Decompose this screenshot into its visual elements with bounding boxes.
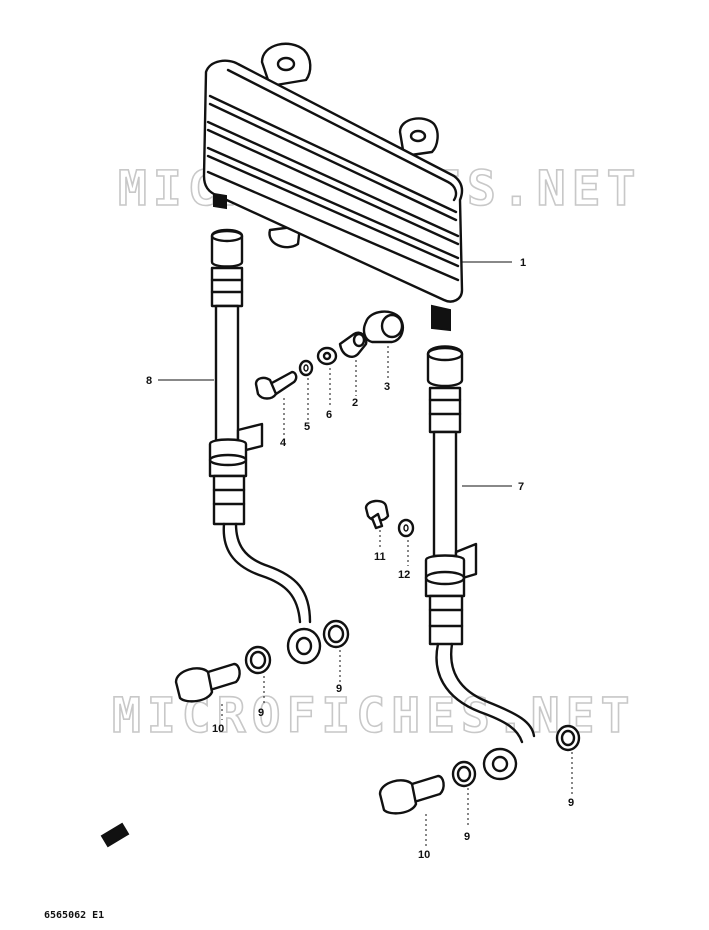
- cooler-mount-tab-top: [260, 42, 312, 88]
- banjo-bolt-right: [378, 774, 445, 815]
- gasket-left-a: [244, 645, 272, 675]
- cooler-fitting-right: [431, 304, 451, 332]
- callout-10-left: 10: [212, 723, 224, 735]
- oil-hose-right: [424, 345, 536, 781]
- banjo-bolt-left: [174, 662, 241, 703]
- gasket-right-b: [555, 724, 581, 752]
- figure-code: 6565062 E1: [44, 910, 104, 921]
- collar: [338, 331, 368, 358]
- callout-9-left-a: 9: [258, 707, 264, 719]
- small-washer: [397, 518, 415, 538]
- washer: [316, 346, 338, 366]
- cooler-mount-tab-right: [398, 117, 439, 158]
- callout-2: 2: [352, 397, 358, 409]
- callout-6: 6: [326, 409, 332, 421]
- cooler-mount-hole-right: [409, 129, 427, 143]
- cooler-body: [202, 59, 464, 303]
- callout-12: 12: [398, 569, 410, 581]
- cooler-mount-hole-top: [276, 56, 296, 72]
- callout-7: 7: [518, 481, 524, 493]
- callout-1: 1: [520, 257, 526, 269]
- callout-8: 8: [146, 375, 152, 387]
- bolt: [254, 370, 298, 400]
- rubber-bushing: [362, 310, 404, 344]
- gasket-right-a: [451, 760, 477, 788]
- figure-mark-icon: [100, 822, 130, 848]
- callout-11: 11: [374, 551, 386, 563]
- oil-hose-left: [208, 228, 322, 665]
- callout-9-left-b: 9: [336, 683, 342, 695]
- small-bolt: [364, 499, 390, 530]
- callout-10-right: 10: [418, 849, 430, 861]
- callout-3: 3: [384, 381, 390, 393]
- lock-washer: [298, 359, 314, 377]
- cooler-fitting-left: [213, 192, 227, 210]
- callout-9-right-a: 9: [464, 831, 470, 843]
- callout-9-right-b: 9: [568, 797, 574, 809]
- callout-5: 5: [304, 421, 310, 433]
- callout-4: 4: [280, 437, 287, 449]
- oil-cooler: [202, 42, 464, 332]
- gasket-left-b: [322, 619, 350, 649]
